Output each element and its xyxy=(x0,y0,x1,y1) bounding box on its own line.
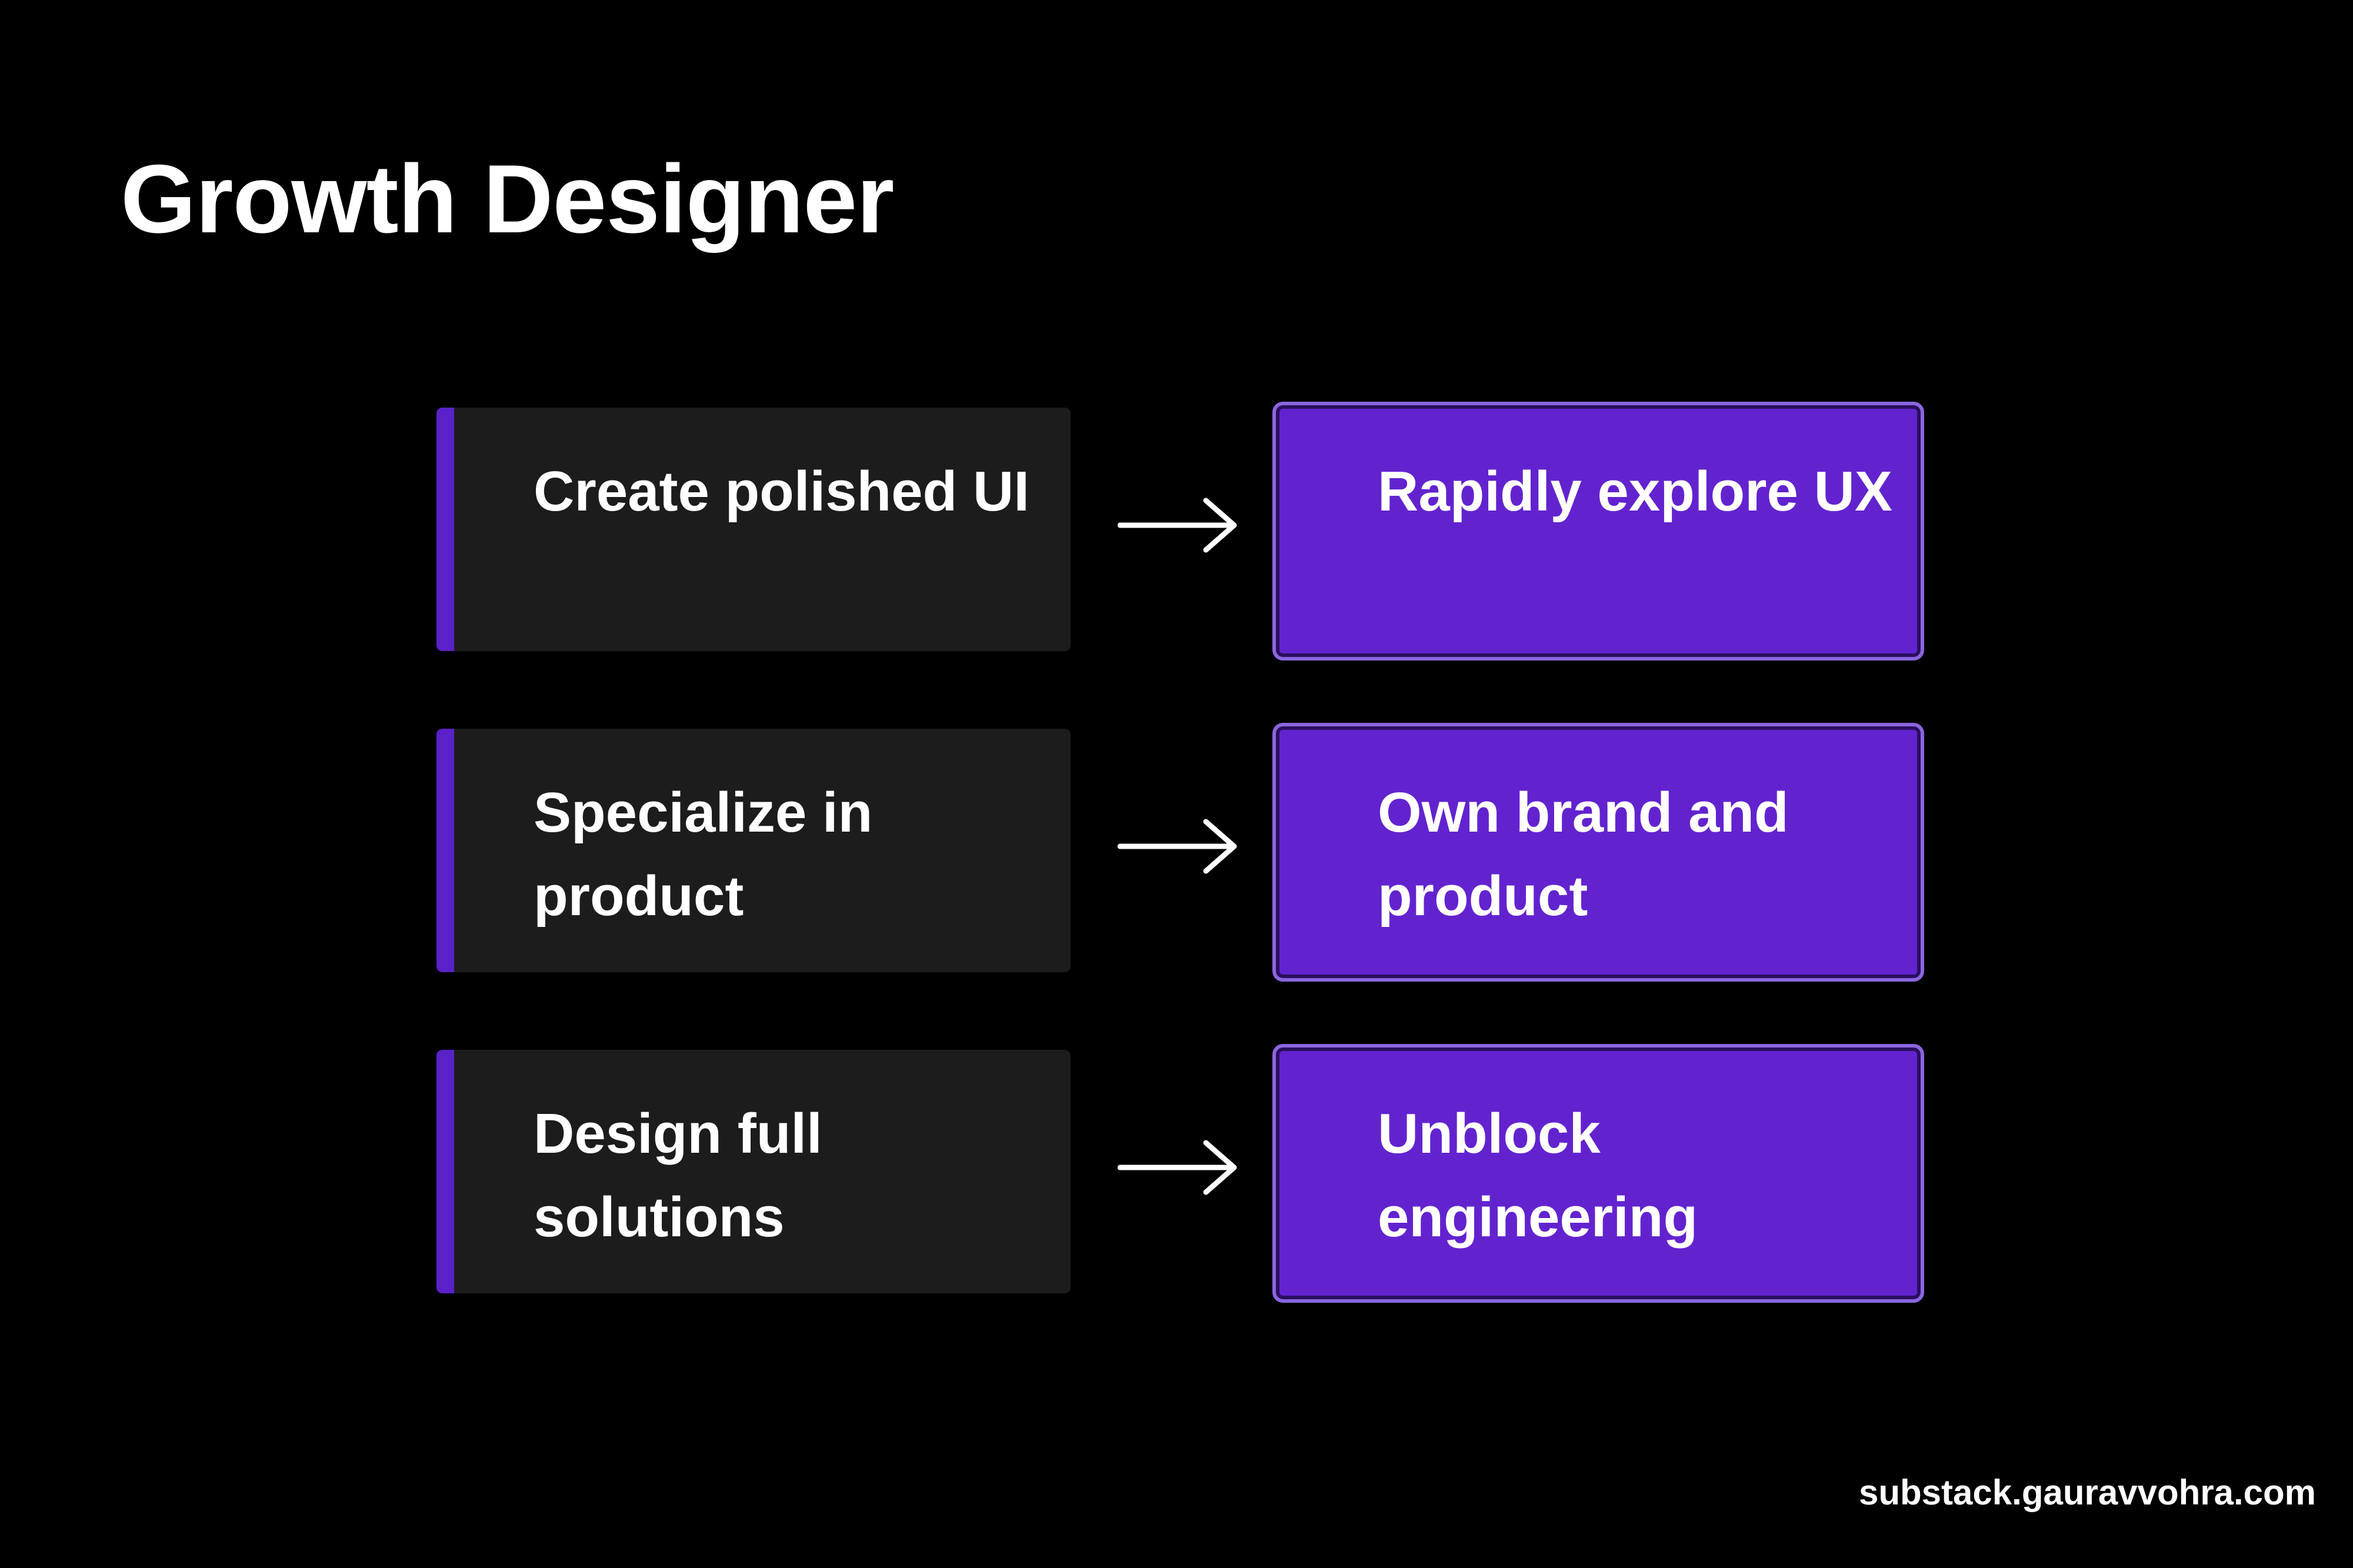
to-label: Rapidly explore UX xyxy=(1378,460,1892,523)
accent-bar xyxy=(436,408,454,651)
from-label: Specialize in product xyxy=(534,781,873,928)
to-label: Own brand and product xyxy=(1378,781,1789,928)
from-box: Design full solutions xyxy=(436,1050,1071,1293)
accent-bar xyxy=(436,729,454,972)
to-box: Unblock engineering xyxy=(1272,1044,1924,1303)
comparison-row-2: Specialize in product Own brand and prod… xyxy=(0,723,2353,982)
from-label: Create polished UI xyxy=(534,460,1029,523)
to-box: Own brand and product xyxy=(1272,723,1924,982)
comparison-row-3: Design full solutions Unblock engineerin… xyxy=(0,1044,2353,1303)
footer-url: substack.gauravvohra.com xyxy=(1859,1473,2316,1512)
to-label: Unblock engineering xyxy=(1378,1102,1698,1249)
arrow-right-icon xyxy=(1118,1140,1237,1195)
arrow-right-icon xyxy=(1118,819,1237,874)
accent-bar xyxy=(436,1050,454,1293)
from-label: Design full solutions xyxy=(534,1102,822,1249)
to-box: Rapidly explore UX xyxy=(1272,402,1924,660)
page-title: Growth Designer xyxy=(121,145,894,253)
comparison-row-1: Create polished UI Rapidly explore UX xyxy=(0,402,2353,660)
from-box: Create polished UI xyxy=(436,408,1071,651)
arrow-right-icon xyxy=(1118,498,1237,553)
from-box: Specialize in product xyxy=(436,729,1071,972)
